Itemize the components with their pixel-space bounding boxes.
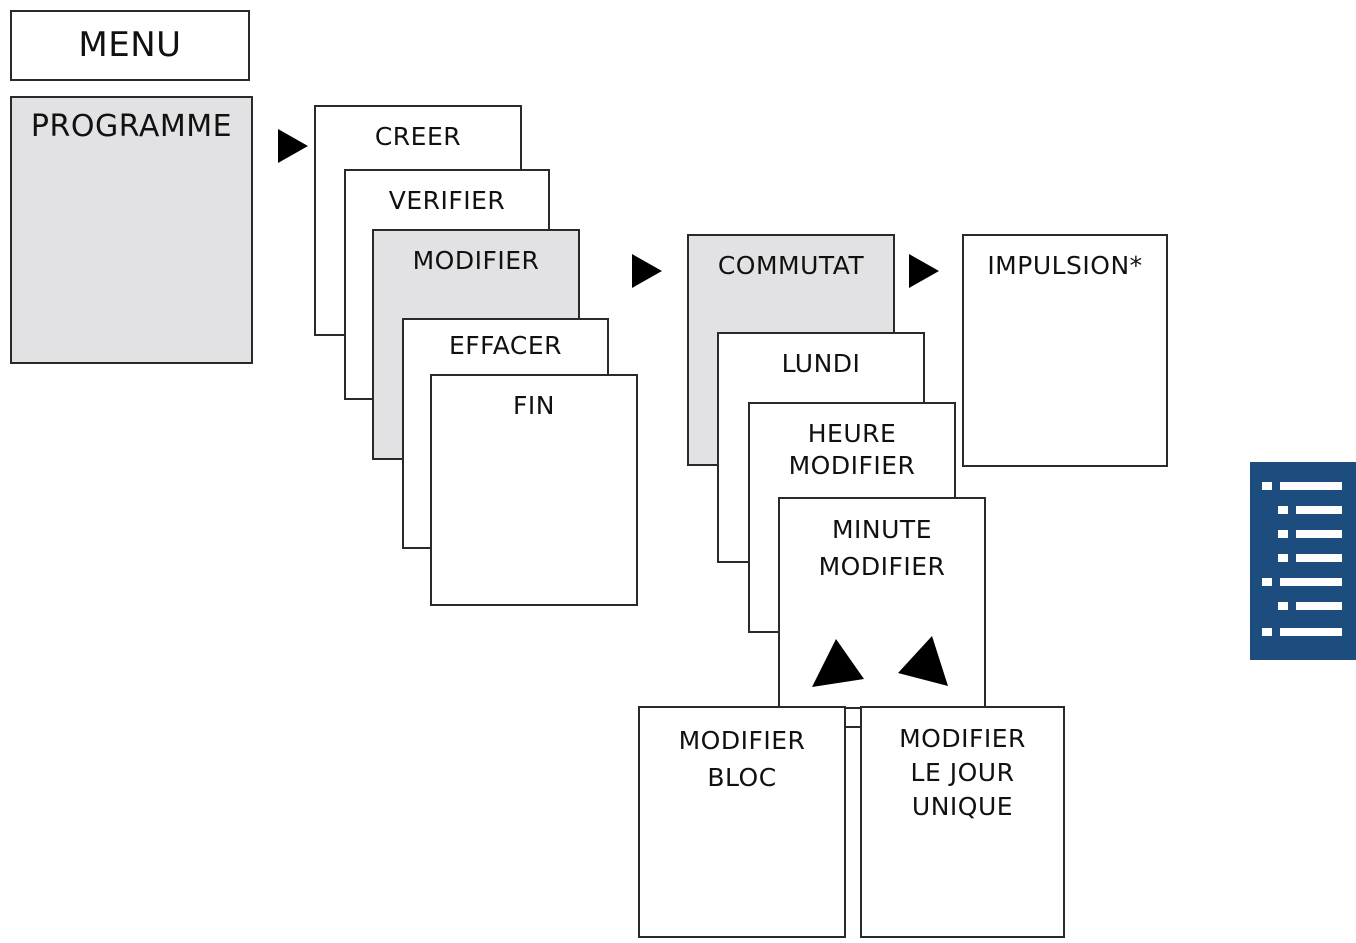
creer-label: CREER — [374, 122, 462, 151]
modifier-label: MODIFIER — [412, 246, 540, 275]
arrow-right-icon — [632, 254, 662, 288]
connector-line — [845, 726, 861, 728]
effacer-label: EFFACER — [448, 331, 563, 360]
menu-box: MENU — [10, 10, 250, 81]
programme-label: PROGRAMME — [30, 109, 233, 144]
arrow-up-icon — [898, 636, 948, 686]
minute-modifier-label: MODIFIER — [818, 552, 946, 581]
modifier-jour-label-1: MODIFIER — [899, 724, 1026, 753]
minute-modifier-box: MINUTE MODIFIER — [778, 497, 986, 709]
heure-modifier-label: MODIFIER — [788, 451, 916, 480]
fin-label: FIN — [513, 391, 555, 420]
menu-title: MENU — [78, 25, 182, 65]
modifier-jour-label-3: UNIQUE — [911, 792, 1014, 821]
arrow-right-icon — [909, 254, 939, 288]
brand-logo-icon — [1250, 462, 1356, 660]
arrow-right-icon — [278, 129, 308, 163]
lundi-label: LUNDI — [781, 349, 861, 378]
impulsion-box: IMPULSION* — [962, 234, 1168, 467]
commutat-label: COMMUTAT — [717, 251, 865, 280]
verifier-label: VERIFIER — [388, 186, 506, 215]
modifier-jour-label-2: LE JOUR — [910, 758, 1015, 787]
modifier-bloc-box: MODIFIER BLOC — [638, 706, 846, 938]
impulsion-label: IMPULSION* — [987, 251, 1143, 280]
modifier-jour-unique-box: MODIFIER LE JOUR UNIQUE — [860, 706, 1065, 938]
fin-box: FIN — [430, 374, 638, 606]
arrow-up-icon — [812, 639, 864, 687]
programme-box: PROGRAMME — [10, 96, 253, 364]
heure-label: HEURE — [807, 419, 897, 448]
minute-label: MINUTE — [831, 515, 932, 544]
modifier-bloc-label-1: MODIFIER — [678, 726, 806, 755]
modifier-bloc-label-2: BLOC — [707, 763, 777, 792]
